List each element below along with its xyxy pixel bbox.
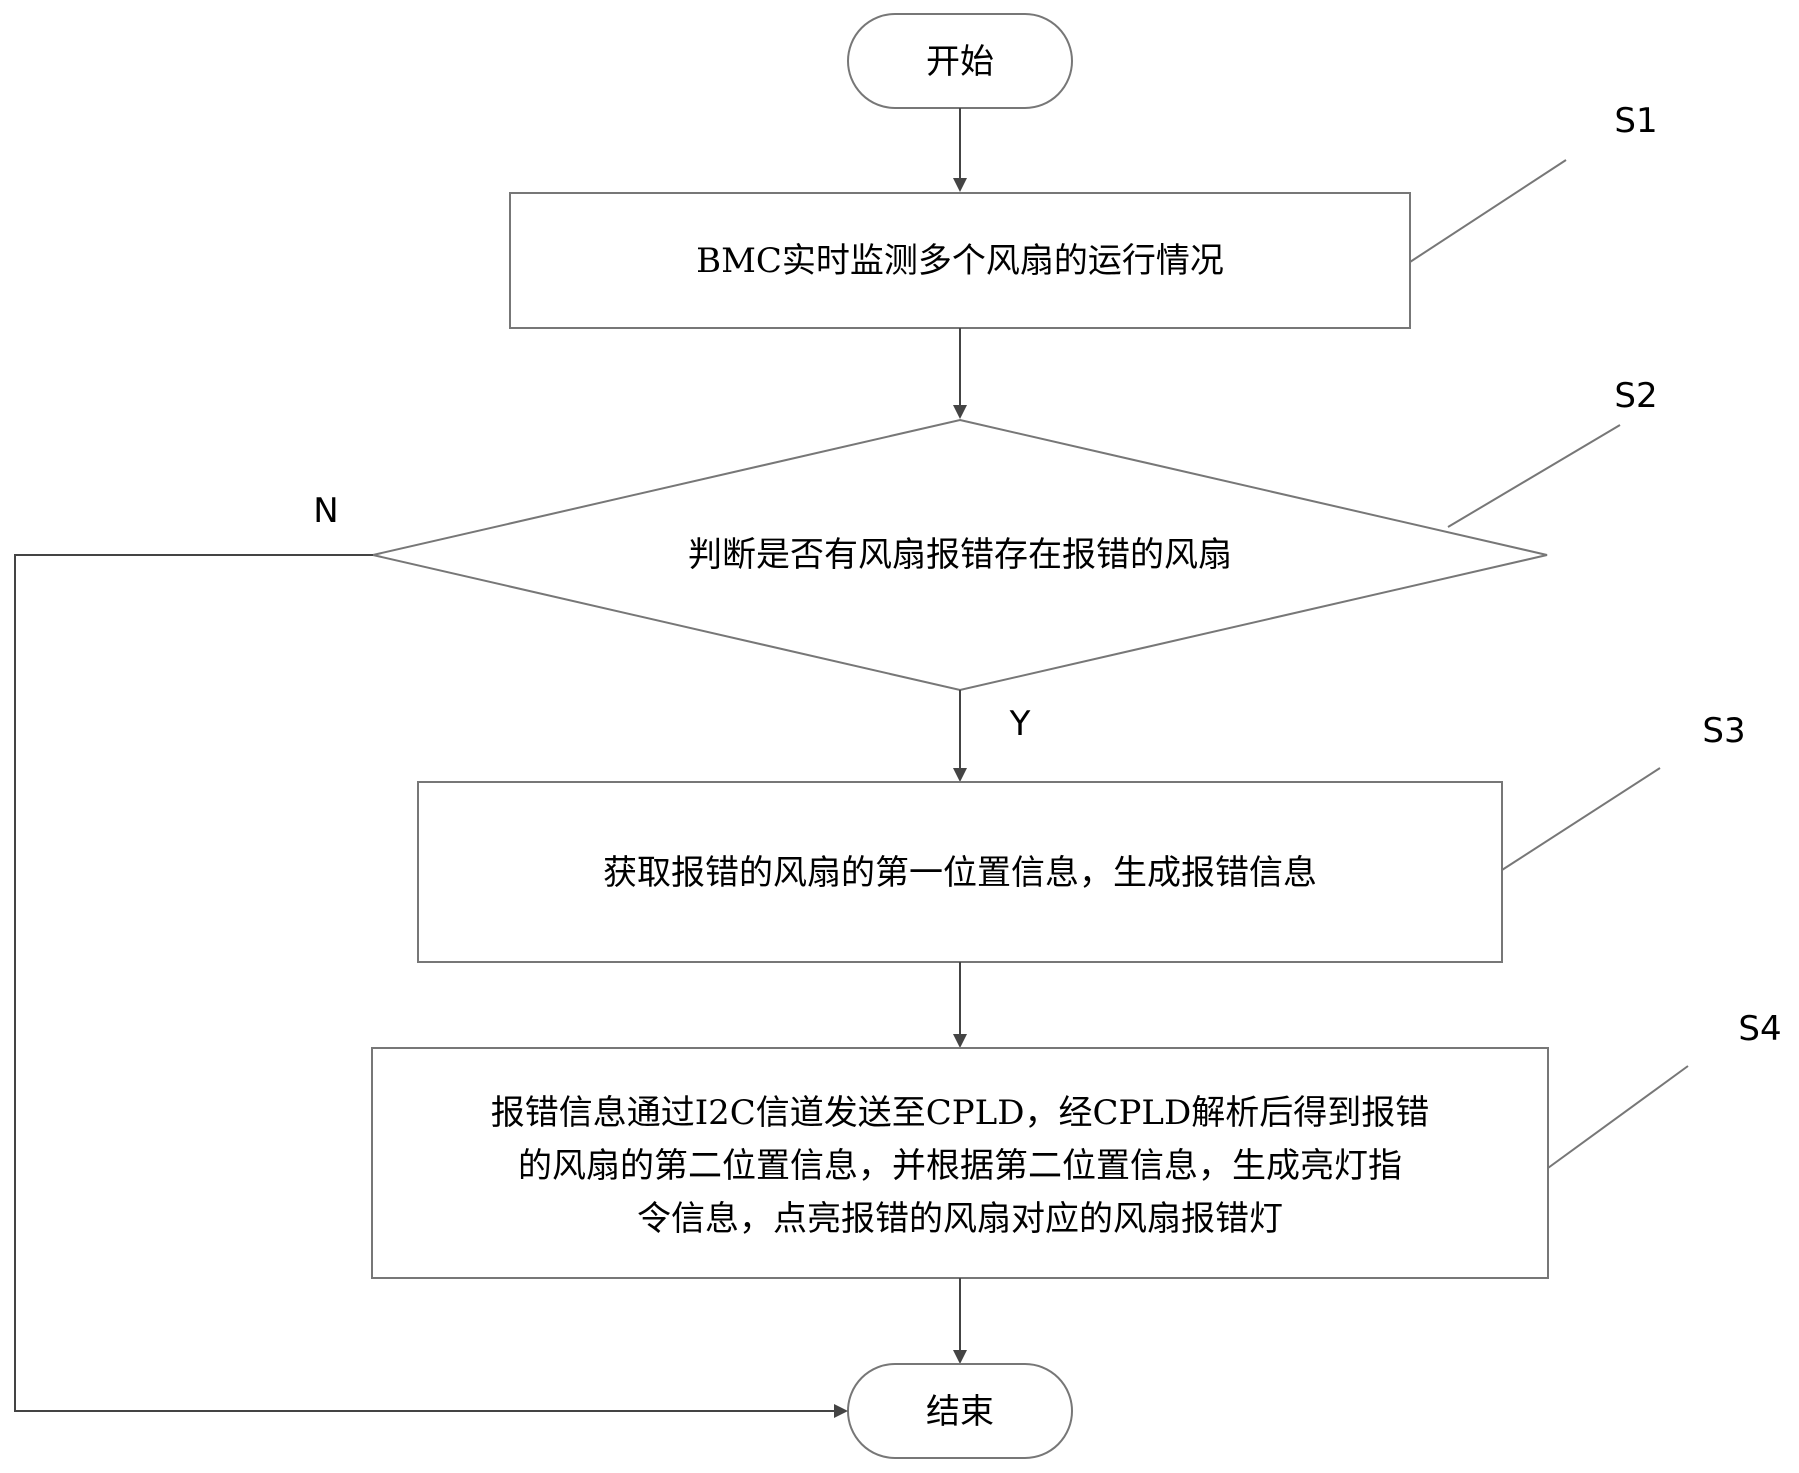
callout-line-s3: [1501, 767, 1661, 871]
end-terminal: [847, 1363, 1073, 1459]
process-text-s4-line2: 的风扇的第二位置信息，并根据第二位置信息，生成亮灯指: [518, 1146, 1402, 1186]
step-label-s3: S3: [1702, 711, 1745, 751]
process-box-s3: [417, 781, 1503, 963]
process-text-s4-line3: 令信息，点亮报错的风扇对应的风扇报错灯: [637, 1199, 1283, 1239]
branch-label-yes: Y: [1009, 704, 1031, 744]
callout-line-s1: [1409, 159, 1567, 263]
decision-text-s2: 判断是否有风扇报错存在报错的风扇: [688, 535, 1232, 575]
process-box-s4: [371, 1047, 1549, 1279]
step-label-s2: S2: [1614, 376, 1657, 416]
step-label-s4: S4: [1738, 1009, 1781, 1049]
branch-line-no: [14, 554, 848, 1418]
end-label: 结束: [926, 1392, 994, 1432]
branch-label-no: N: [313, 491, 338, 531]
process-text-s1: BMC实时监测多个风扇的运行情况: [696, 241, 1224, 281]
step-label-s1: S1: [1614, 101, 1657, 141]
process-text-s3: 获取报错的风扇的第一位置信息，生成报错信息: [603, 853, 1317, 893]
start-label: 开始: [926, 42, 994, 82]
callout-line-s2: [1447, 424, 1621, 528]
callout-line-s4: [1547, 1065, 1689, 1169]
process-box-s1: [509, 192, 1411, 329]
process-text-s4-line1: 报错信息通过I2C信道发送至CPLD，经CPLD解析后得到报错: [491, 1093, 1430, 1133]
